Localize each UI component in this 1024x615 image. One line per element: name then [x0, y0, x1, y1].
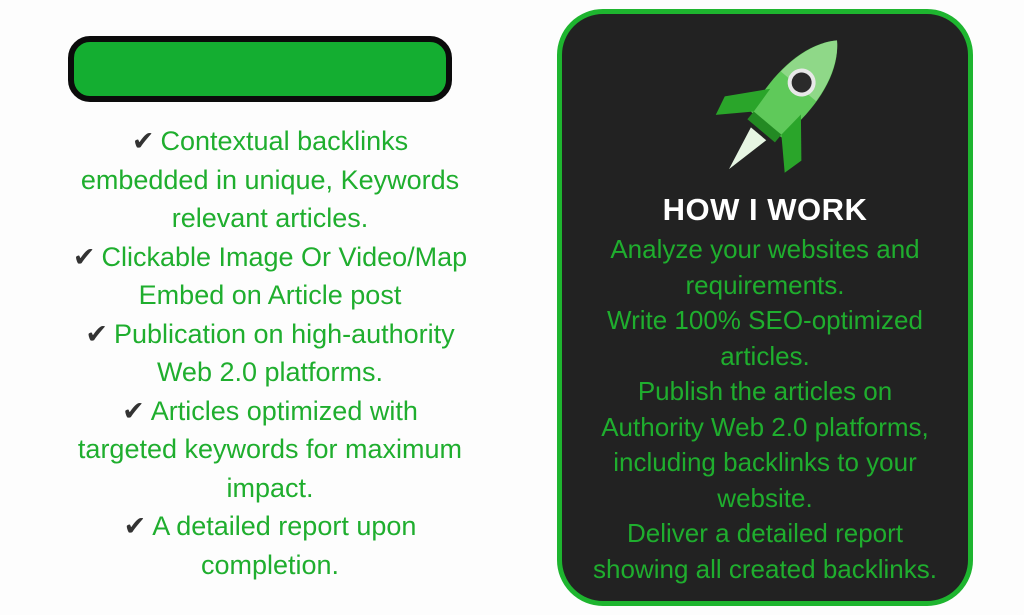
feature-text: embedded in unique, Keywords	[80, 164, 460, 195]
check-icon: ✔	[131, 126, 155, 156]
check-icon: ✔	[85, 318, 108, 349]
green-banner	[68, 36, 452, 102]
feature-text: relevant articles.	[171, 203, 369, 233]
feature-text: targeted keywords for maximum	[77, 434, 463, 464]
step-text: Write 100% SEO-optimized	[607, 305, 923, 335]
check-icon: ✔	[122, 395, 145, 426]
step-text: requirements.	[685, 269, 845, 300]
step-text: showing all created backlinks.	[593, 553, 937, 584]
feature-item: ✔Articles optimized with targeted keywor…	[20, 392, 520, 508]
rocket-icon	[715, 40, 838, 173]
how-i-work-card: HOW I WORK Analyze your websites and req…	[557, 9, 973, 606]
feature-item: ✔Contextual backlinks embedded in unique…	[20, 122, 520, 238]
card-title: HOW I WORK	[662, 192, 868, 227]
step-text: Authority Web 2.0 platforms,	[601, 411, 929, 442]
feature-text: Articles optimized with	[150, 395, 418, 426]
features-list: ✔Contextual backlinks embedded in unique…	[20, 122, 520, 584]
step-text: Deliver a detailed report	[626, 518, 904, 548]
check-icon: ✔	[72, 241, 96, 272]
step-item: Deliver a detailed report showing all cr…	[562, 516, 968, 587]
step-item: Write 100% SEO-optimized articles.	[562, 303, 968, 374]
check-icon: ✔	[123, 511, 147, 541]
step-text: Analyze your websites and	[610, 234, 920, 264]
feature-text: impact.	[226, 472, 314, 503]
step-text: including backlinks to your	[613, 447, 917, 477]
steps-list: Analyze your websites and requirements. …	[562, 232, 968, 587]
feature-text: Contextual backlinks	[160, 126, 409, 156]
feature-text: Publication on high-authority	[113, 318, 455, 349]
feature-item: ✔Publication on high-authority Web 2.0 p…	[20, 315, 520, 392]
step-text: website.	[717, 482, 813, 513]
step-text: Publish the articles on	[637, 376, 893, 406]
step-text: articles.	[720, 340, 810, 371]
feature-text: completion.	[200, 549, 340, 580]
feature-text: Clickable Image Or Video/Map	[101, 241, 468, 272]
feature-text: Embed on Article post	[138, 280, 402, 310]
step-item: Analyze your websites and requirements.	[562, 232, 968, 303]
feature-item: ✔A detailed report upon completion.	[20, 507, 520, 584]
step-item: Publish the articles on Authority Web 2.…	[562, 374, 968, 516]
feature-text: A detailed report upon	[152, 511, 417, 541]
feature-text: Web 2.0 platforms.	[156, 357, 384, 387]
feature-item: ✔Clickable Image Or Video/Map Embed on A…	[20, 238, 520, 315]
